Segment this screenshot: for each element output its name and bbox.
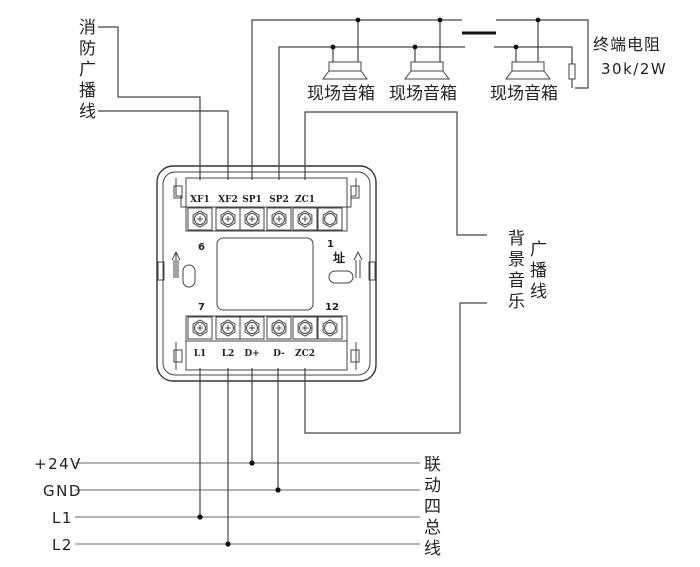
up-arrow-right-icon xyxy=(353,250,363,278)
bus-label-l2: L2 xyxy=(52,536,73,554)
speaker-2: 现场音箱 xyxy=(389,17,457,104)
screw-icon xyxy=(302,325,308,331)
speaker-label: 现场音箱 xyxy=(307,84,375,104)
wire-sp2 xyxy=(278,46,465,180)
wire-zc1 xyxy=(304,111,487,236)
terminal-bottom-unused xyxy=(317,316,343,340)
svg-text:动: 动 xyxy=(424,476,441,496)
terminal-top-xf1: XF1 xyxy=(187,195,213,231)
background-music-label: 背 景 音 乐 xyxy=(508,229,525,312)
terminal-resistor-icon xyxy=(568,63,576,80)
pin-number-1: 1 xyxy=(327,239,334,250)
svg-text:广: 广 xyxy=(530,240,547,260)
terminal-top-sp1: SP1 xyxy=(239,195,265,231)
terminal-label: ZC2 xyxy=(295,349,315,359)
screw-icon xyxy=(302,216,308,222)
terminal-top-zc1: ZC1 xyxy=(292,195,318,231)
speaker-icon xyxy=(511,61,545,72)
terminal-label: D+ xyxy=(244,349,259,359)
speaker-icon xyxy=(328,61,362,72)
terminal-label: L2 xyxy=(222,349,235,359)
speaker-3: 现场音箱 xyxy=(490,17,558,104)
svg-text:总: 总 xyxy=(424,518,441,538)
speaker-icon xyxy=(410,61,444,72)
screw-icon xyxy=(249,325,255,331)
screw-icon xyxy=(197,216,203,222)
center-window xyxy=(216,237,314,311)
terminal-label: XF2 xyxy=(218,195,238,205)
screw-icon xyxy=(225,216,231,222)
screw-icon xyxy=(249,216,255,222)
wire-xf2 xyxy=(98,110,229,180)
terminal-label: ZC1 xyxy=(295,195,315,205)
terminal-bottom-dplus: D+ xyxy=(239,316,265,359)
bus-label: 联 动 四 总 线 xyxy=(424,455,441,559)
pin-number-6: 6 xyxy=(198,242,205,253)
terminal-label: SP1 xyxy=(242,195,262,205)
bus-label-gnd: GND xyxy=(43,482,82,500)
terminal-top-xf2: XF2 xyxy=(215,195,241,231)
address-mark: 址 xyxy=(333,250,345,265)
terminal-bottom-zc2: ZC2 xyxy=(292,316,318,359)
bottom-terminal-block xyxy=(185,315,348,371)
wire-xf1 xyxy=(98,26,201,180)
fire-broadcast-label: 消 防 广 播 线 xyxy=(79,18,96,122)
svg-text:景: 景 xyxy=(508,250,525,270)
svg-text:防: 防 xyxy=(79,39,96,59)
svg-text:背: 背 xyxy=(508,229,525,249)
terminal-top-unused xyxy=(317,207,343,231)
svg-text:线: 线 xyxy=(79,102,96,122)
up-arrow-left-icon xyxy=(171,250,181,278)
speaker-label: 现场音箱 xyxy=(389,84,457,104)
wire-zc2 xyxy=(304,302,487,434)
svg-text:广: 广 xyxy=(79,60,96,80)
svg-text:线: 线 xyxy=(424,539,441,559)
pin-number-7: 7 xyxy=(198,302,205,313)
bus-label-24v: +24V xyxy=(34,455,82,473)
terminal-label: L1 xyxy=(194,349,207,359)
svg-text:音: 音 xyxy=(508,271,525,291)
screw-icon xyxy=(197,325,203,331)
terminal-label: D- xyxy=(273,349,285,359)
svg-text:播: 播 xyxy=(79,81,96,101)
terminal-bottom-l1: L1 xyxy=(187,316,213,359)
svg-text:线: 线 xyxy=(530,282,547,302)
svg-text:消: 消 xyxy=(79,18,96,38)
module-body xyxy=(156,165,377,382)
svg-text:联: 联 xyxy=(424,455,441,475)
mount-slot-right xyxy=(328,270,354,284)
terminal-bottom-l2: L2 xyxy=(215,316,241,359)
terminal-bottom-dminus: D- xyxy=(266,316,292,359)
screw-icon xyxy=(276,216,282,222)
mount-slot-left xyxy=(182,264,196,288)
top-terminal-block xyxy=(185,177,348,232)
terminal-label: XF1 xyxy=(190,195,210,205)
broadcast-line-label: 广 播 线 xyxy=(530,240,547,302)
terminal-top-sp2: SP2 xyxy=(266,195,292,231)
screw-icon xyxy=(276,325,282,331)
speaker-label: 现场音箱 xyxy=(490,84,558,104)
wire-sp1 xyxy=(251,19,462,180)
terminal-label: SP2 xyxy=(269,195,289,205)
svg-text:乐: 乐 xyxy=(508,292,525,312)
bus-label-l1: L1 xyxy=(52,509,73,527)
terminal-resistor-label: 终端电阻 xyxy=(593,35,661,54)
screw-icon xyxy=(225,325,231,331)
speaker-1: 现场音箱 xyxy=(307,17,375,104)
resistor-value: 30k/2W xyxy=(601,60,667,78)
svg-text:四: 四 xyxy=(424,497,441,517)
pin-number-12: 12 xyxy=(325,302,339,313)
svg-text:播: 播 xyxy=(530,261,547,281)
